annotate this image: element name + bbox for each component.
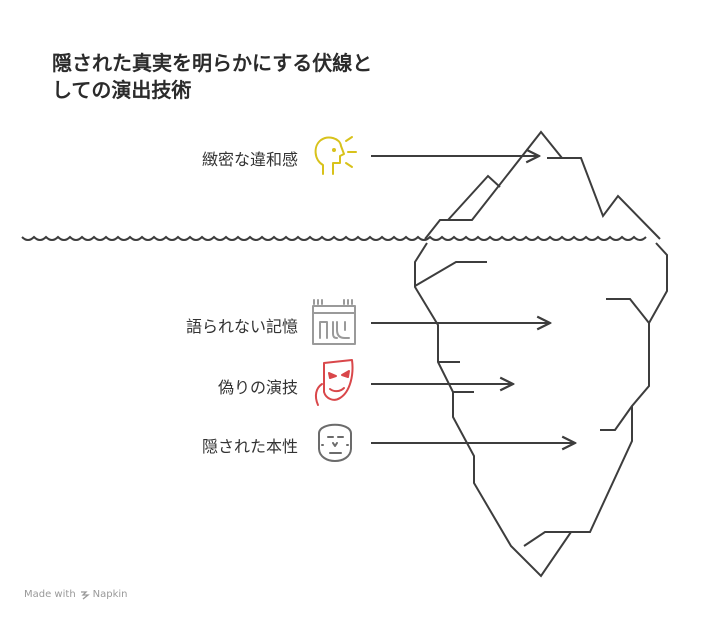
iceberg-body [414, 242, 668, 578]
layer-label-1: 緻密な違和感 [201, 150, 298, 169]
thinking-head-icon [314, 136, 357, 175]
napkin-logo-icon [80, 590, 90, 600]
mask-icon [314, 359, 354, 406]
footer-attribution[interactable]: Made with Napkin [24, 589, 128, 600]
layer-label-3: 偽りの演技 [217, 378, 298, 397]
layer-label-2: 語られない記憶 [185, 317, 298, 336]
layer-label-4: 隠された本性 [201, 437, 298, 456]
building-icon [312, 299, 356, 345]
diagram-title: 隠された真実を明らかにする伏線としての演出技術 [52, 51, 373, 102]
face-icon [318, 423, 352, 462]
made-with-text: Made with [24, 589, 76, 600]
napkin-brand-label: Napkin [92, 589, 128, 600]
water-line [21, 235, 647, 241]
napkin-brand: Napkin [80, 589, 128, 600]
iceberg-tip [424, 130, 661, 240]
